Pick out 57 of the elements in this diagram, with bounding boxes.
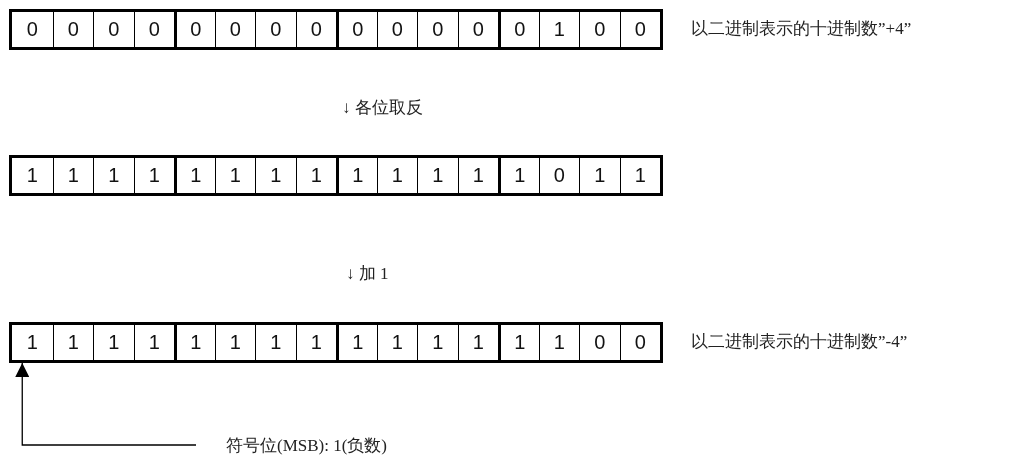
bit-cell: 1 <box>498 325 539 360</box>
bit-cell: 0 <box>619 325 660 360</box>
bit-cell: 0 <box>174 12 215 47</box>
bit-cell: 0 <box>619 12 660 47</box>
bit-register <box>9 322 663 363</box>
bit-cell: 1 <box>619 158 660 193</box>
bit-cell: 1 <box>417 325 458 360</box>
bit-cell: 1 <box>133 325 174 360</box>
bit-cell: 0 <box>52 12 93 47</box>
bit-cell: 1 <box>376 158 417 193</box>
bit-register <box>9 9 663 50</box>
bit-cell: 1 <box>376 325 417 360</box>
bit-cell: 1 <box>498 158 539 193</box>
bit-cell: 0 <box>12 12 53 47</box>
bit-cell: 1 <box>255 325 296 360</box>
bit-cell: 0 <box>376 12 417 47</box>
register-caption: 以二进制表示的十进制数”+4” <box>691 18 912 40</box>
bit-cell: 1 <box>93 158 134 193</box>
sign-bit-note: 符号位(MSB): 1(负数) <box>226 432 388 458</box>
bit-cell: 1 <box>174 325 215 360</box>
bit-cell: 1 <box>52 325 93 360</box>
step-label: ↓ 加 1 <box>346 263 389 285</box>
bit-cell: 1 <box>174 158 215 193</box>
bit-cell: 0 <box>538 158 579 193</box>
bit-cell: 0 <box>417 12 458 47</box>
bit-cell: 1 <box>133 158 174 193</box>
bit-cell: 1 <box>214 158 255 193</box>
bit-cell: 1 <box>214 325 255 360</box>
bit-cell: 1 <box>457 325 498 360</box>
bit-cell: 1 <box>12 158 53 193</box>
bit-cell: 0 <box>336 12 377 47</box>
bit-cell: 0 <box>498 12 539 47</box>
register-caption: 以二进制表示的十进制数”-4” <box>691 331 908 353</box>
bit-cell: 0 <box>93 12 134 47</box>
bit-cell: 0 <box>579 12 620 47</box>
bit-cell: 1 <box>336 158 377 193</box>
bit-cell: 1 <box>12 325 53 360</box>
bit-register <box>9 155 663 196</box>
bit-cell: 1 <box>336 325 377 360</box>
bit-cell: 1 <box>295 325 336 360</box>
bit-cell: 0 <box>133 12 174 47</box>
bit-cell: 0 <box>457 12 498 47</box>
bit-cell: 0 <box>295 12 336 47</box>
bit-cell: 0 <box>255 12 296 47</box>
step-label: ↓ 各位取反 <box>342 97 423 119</box>
bit-cell: 1 <box>52 158 93 193</box>
bit-cell: 1 <box>579 158 620 193</box>
bit-cell: 1 <box>93 325 134 360</box>
bit-cell: 1 <box>295 158 336 193</box>
bit-cell: 0 <box>214 12 255 47</box>
bit-cell: 1 <box>538 325 579 360</box>
bit-cell: 0 <box>579 325 620 360</box>
bit-cell: 1 <box>538 12 579 47</box>
bit-cell: 1 <box>417 158 458 193</box>
bit-cell: 1 <box>457 158 498 193</box>
bit-cell: 1 <box>255 158 296 193</box>
leader-arrow <box>15 362 197 446</box>
